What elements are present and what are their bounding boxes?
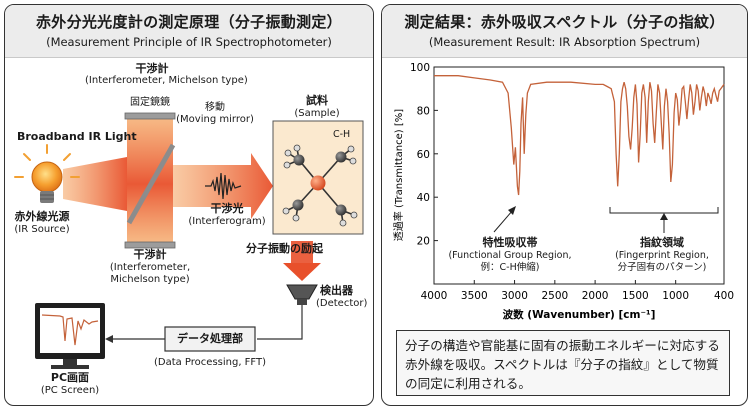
interferometer-top-subtitle: (Interferometer, Michelson type) — [85, 75, 248, 86]
interferogram-title: 干渉光 — [210, 202, 244, 215]
ir-source-subtitle: (IR Source) — [14, 224, 70, 235]
detector-icon — [286, 284, 318, 300]
interferogram-subtitle: (Interferogram) — [188, 216, 266, 227]
beam-splitter — [126, 143, 176, 225]
ch-bond-label: C-H — [333, 129, 351, 140]
y-tick-label: 40 — [417, 192, 430, 204]
interferometer-bottom-subtitle-2: Michelson type) — [110, 274, 190, 285]
sample-title: 試料 — [306, 94, 328, 107]
x-tick-label: 1000 — [662, 290, 689, 302]
beam-upper-arm — [127, 119, 173, 184]
y-tick-label: 60 — [417, 149, 430, 161]
plot-frame — [433, 66, 725, 285]
functional-region-subtitle-1: (Functional Group Region, — [448, 250, 572, 261]
data-processing-subtitle: (Data Processing, FFT) — [153, 357, 267, 368]
processor-to-pc-arrow — [105, 335, 113, 343]
explanation-note: 分子の構造や官能基に固有の振動エネルギーに対応する赤外線を吸収。スペクトルは『分… — [396, 330, 730, 396]
x-axis-ticks: 4000 3500 3000 2500 2000 1500 1000 400 — [421, 280, 734, 302]
y-tick-label: 20 — [417, 236, 430, 248]
x-tick-label: 400 — [714, 290, 734, 302]
fingerprint-region-subtitle-1: (Fingerprint Region, — [615, 250, 709, 261]
moving-mirror-subtitle: (Moving mirror) — [176, 114, 254, 125]
pc-screen-title: PC画面 — [50, 371, 90, 384]
detector-base — [297, 299, 307, 305]
principle-header: 赤外分光光度計の測定原理（分子振動測定） (Measurement Princi… — [5, 5, 373, 58]
instrument-diagram — [14, 112, 364, 369]
sample-subtitle: (Sample) — [294, 108, 340, 119]
functional-region-subtitle-2: 例：C-H伸縮) — [480, 262, 540, 273]
functional-arrow — [493, 209, 514, 233]
ir-source-bulb — [14, 144, 80, 203]
functional-region-title: 特性吸収帯 — [482, 236, 538, 249]
broadband-ir-label: Broadband IR Light — [17, 130, 137, 143]
functional-arrow-head — [508, 206, 516, 215]
x-tick-label: 3500 — [461, 290, 488, 302]
data-processing-title: データ処理部 — [177, 332, 243, 345]
fingerprint-arrow-head — [660, 213, 668, 220]
result-header: 測定結果：赤外吸収スペクトル（分子の指紋） (Measurement Resul… — [382, 5, 747, 58]
interferometer-bottom-subtitle-1: (Interferometer, — [109, 262, 191, 273]
interferogram-wave — [205, 172, 242, 200]
result-panel: 測定結果：赤外吸収スペクトル（分子の指紋） (Measurement Resul… — [381, 4, 748, 406]
beam-to-detector — [291, 241, 313, 263]
y-tick-label: 100 — [410, 62, 430, 74]
ir-source-title: 赤外線光源 — [14, 210, 70, 223]
x-tick-label: 3000 — [501, 290, 528, 302]
pc-screen-subtitle: (PC Screen) — [40, 385, 100, 396]
detector-title: 検出器 — [320, 284, 353, 297]
beam-to-detector-head — [283, 263, 321, 281]
principle-title: 赤外分光光度計の測定原理（分子振動測定） — [35, 13, 342, 31]
excitation-label: 分子振動の励起 — [246, 242, 323, 255]
beam-output — [173, 153, 273, 219]
fixed-mirror-bottom — [124, 241, 176, 249]
detector-subtitle: (Detector) — [316, 298, 368, 309]
principle-subtitle: (Measurement Principle of IR Spectrophot… — [46, 35, 332, 49]
moving-mirror-title: 移動 — [205, 102, 225, 113]
fingerprint-region-subtitle-2: 分子固有のパターン) — [617, 262, 707, 273]
y-axis-ticks: 20 40 60 80 100 — [410, 62, 438, 248]
ir-spectrum-chart: 20 40 60 80 100 4000 3500 3000 2500 2000 1500 1000… — [392, 62, 734, 321]
molecule-atoms — [282, 144, 358, 227]
beam-source — [63, 157, 127, 211]
x-tick-label: 2000 — [582, 290, 609, 302]
result-subtitle: (Measurement Result: IR Absorption Spect… — [428, 35, 701, 49]
interferometer-bottom-title: 干渉計 — [133, 248, 167, 261]
y-axis-label: 透過率 (Transmittance) [%] — [392, 109, 405, 241]
result-title: 測定結果：赤外吸収スペクトル（分子の指紋） — [404, 13, 725, 31]
x-axis-label: 波数 (Wavenumber) [cm⁻¹] — [503, 308, 656, 321]
spectrum-series-line — [434, 75, 725, 196]
x-tick-label: 2500 — [541, 290, 568, 302]
interferometer-top-title: 干渉計 — [135, 62, 169, 75]
fingerprint-region-title: 指紋領域 — [640, 236, 684, 249]
fixed-mirror-label: 固定鏡鏡 — [130, 97, 170, 108]
fixed-mirror-top — [124, 112, 176, 120]
x-tick-label: 4000 — [421, 290, 448, 302]
y-tick-label: 80 — [417, 105, 430, 117]
x-tick-label: 1500 — [622, 290, 649, 302]
pc-monitor-icon — [35, 303, 105, 369]
detector-to-processor-line — [257, 305, 303, 340]
principle-panel: 赤外分光光度計の測定原理（分子振動測定） (Measurement Princi… — [4, 4, 374, 406]
